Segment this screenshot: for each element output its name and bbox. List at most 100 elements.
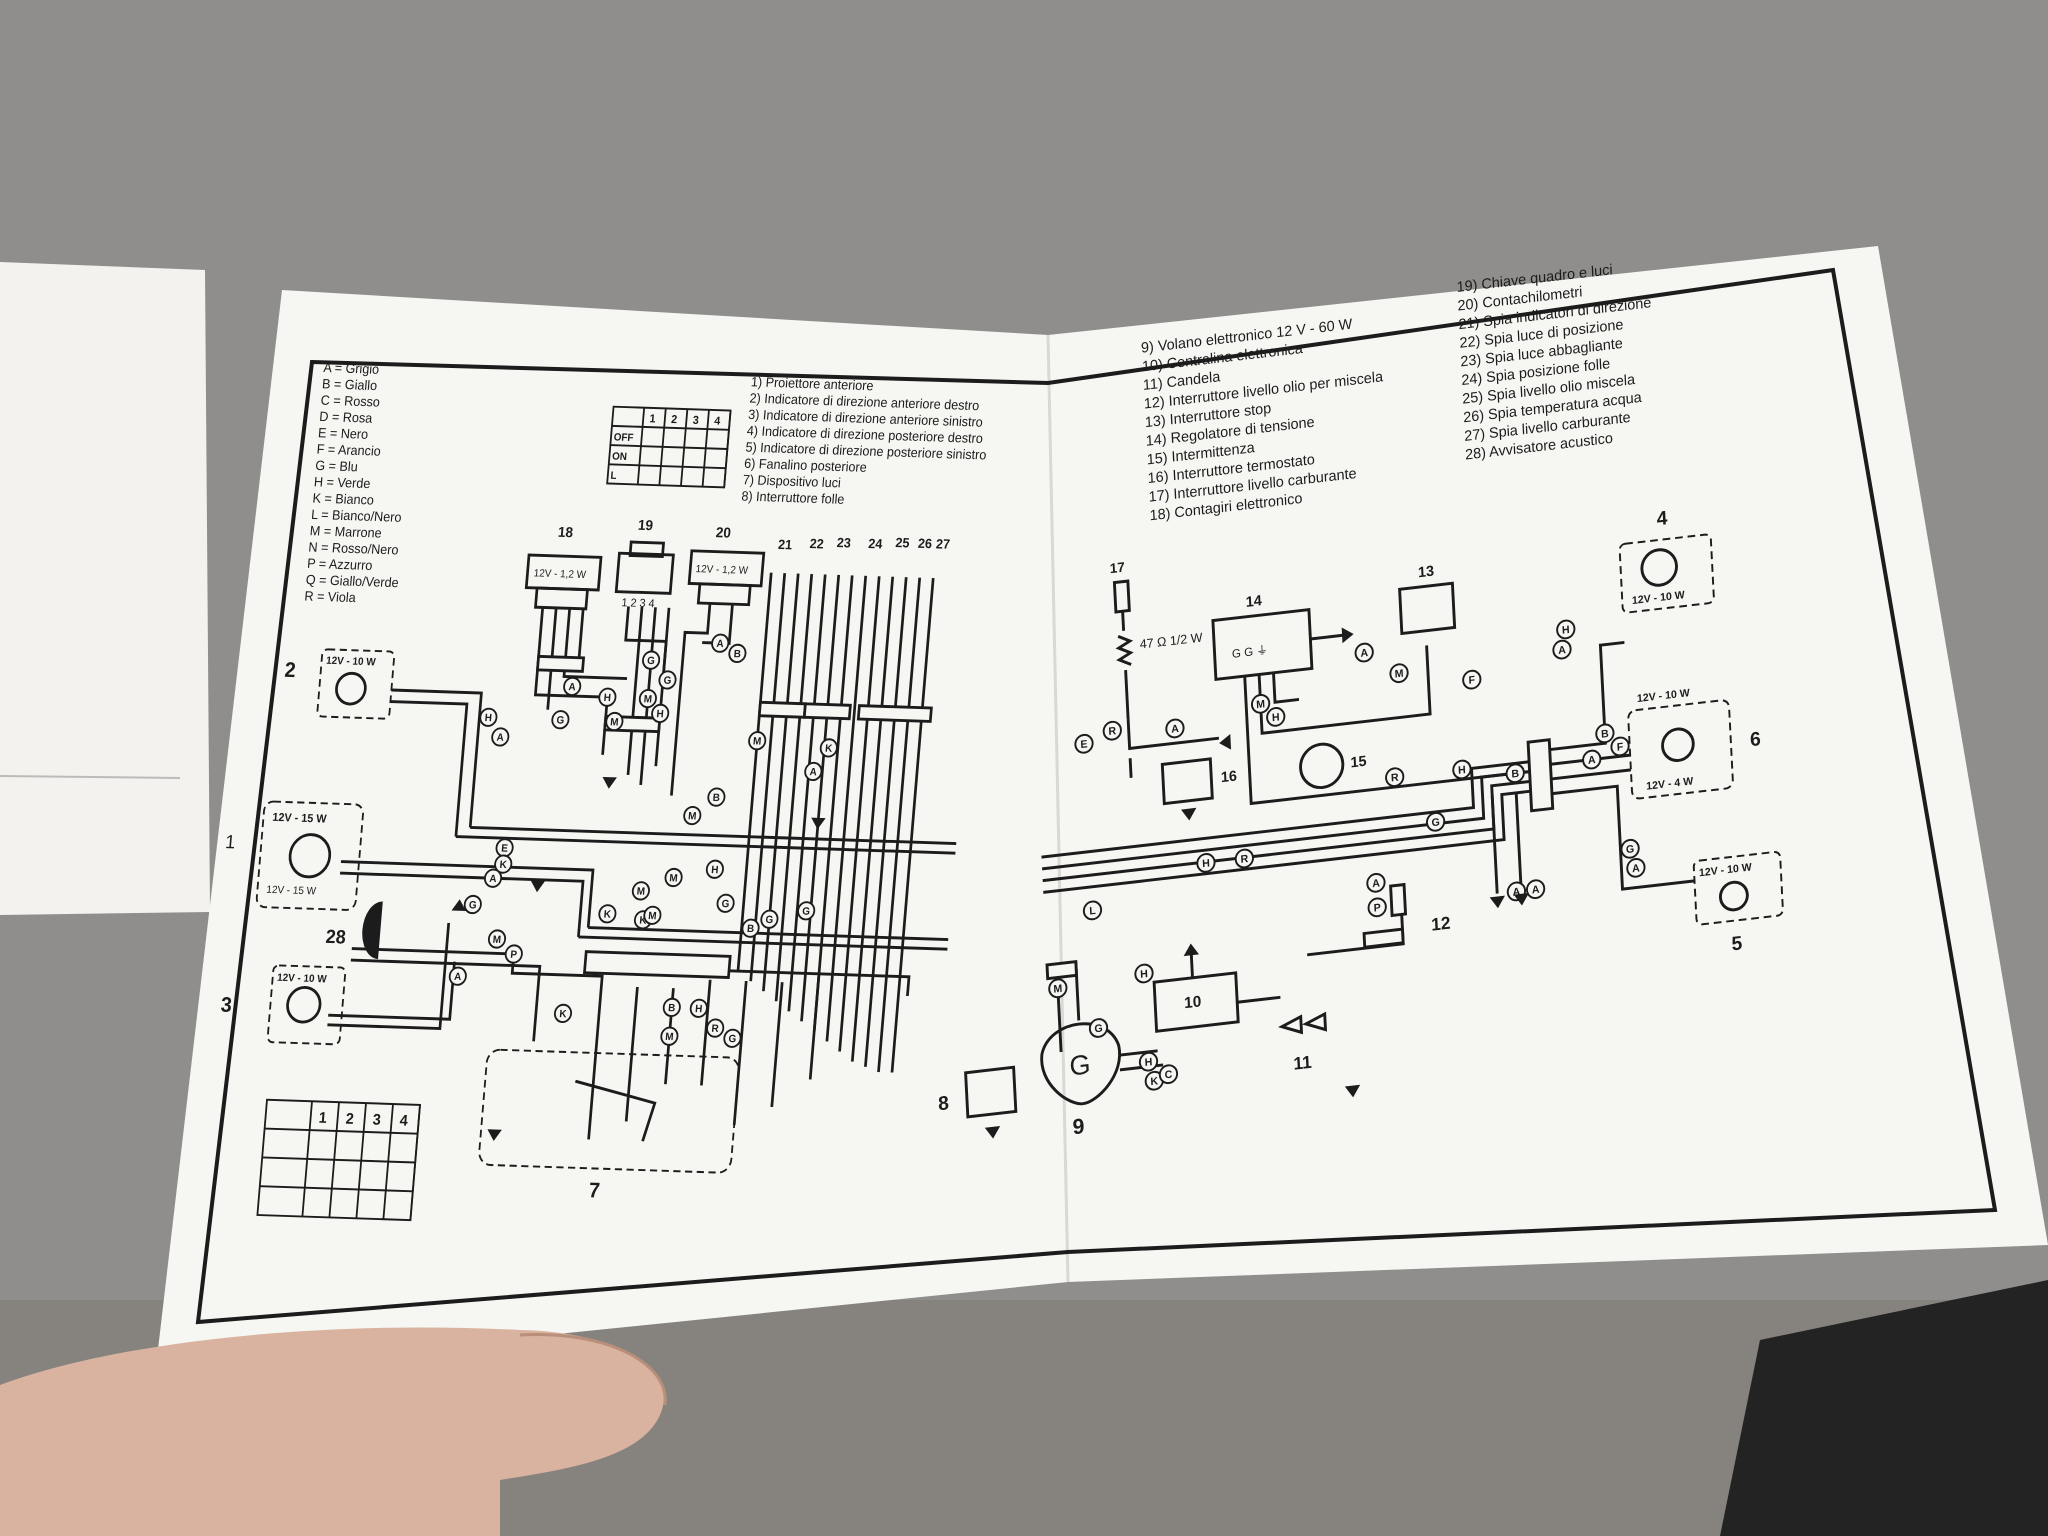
wire-marker: H <box>1196 853 1216 873</box>
wire-letter: A <box>454 972 463 984</box>
wire-marker: M <box>487 929 507 949</box>
wire-letter: R <box>1108 725 1117 738</box>
light-switch-7: 7 <box>478 1048 740 1203</box>
part-number-7: 7 <box>588 1179 601 1203</box>
wire-letter: B <box>1601 728 1610 741</box>
legend-entry: R = Viola <box>304 588 357 605</box>
wire-letter: A <box>496 732 505 744</box>
light-table-col: 1 <box>318 1110 327 1127</box>
wire-marker: H <box>1452 759 1472 780</box>
light-table-col: 2 <box>345 1111 354 1128</box>
wire-letter: E <box>501 843 509 855</box>
wire-letter: M <box>665 1032 674 1044</box>
key-table-col: 2 <box>671 414 678 427</box>
wire-letter: G <box>1626 843 1635 856</box>
wire-letter: A <box>1512 886 1521 899</box>
component-entry: 2) Indicatore di direzione anteriore des… <box>749 390 980 413</box>
legend-entry: P = Azzurro <box>307 555 374 573</box>
wire-marker: M <box>643 905 662 925</box>
part-number-9: 9 <box>1072 1114 1085 1140</box>
wire-letter: A <box>1372 877 1381 890</box>
wire-marker: R <box>1102 720 1122 741</box>
key-table-line <box>608 463 726 470</box>
wire-letter: R <box>1391 772 1400 785</box>
wire-marker: E <box>1074 733 1094 754</box>
wire-marker: R <box>1234 848 1254 869</box>
legend-entry: C = Rosso <box>320 392 380 409</box>
legend-entry: B = Giallo <box>322 376 378 393</box>
cdi-unit-10: 10 <box>1152 971 1240 1033</box>
wire-marker: A <box>711 633 730 653</box>
wire-marker: A <box>1366 872 1386 893</box>
gauge-20-speedometer: 12V - 1,2 W <box>687 549 766 607</box>
booklet-line <box>0 775 181 779</box>
wire-marker: M <box>638 688 657 709</box>
legend-entry: K = Bianco <box>312 490 375 507</box>
legend-entry: G = Blu <box>315 458 359 475</box>
wire-letter: R <box>711 1024 720 1036</box>
part-number-11: 11 <box>1293 1051 1313 1073</box>
key-table-col: 3 <box>692 414 699 427</box>
ground-arrows-right <box>984 733 1530 1139</box>
indicator-numbers: 21 22 23 24 25 26 27 <box>777 535 950 553</box>
part-number-20: 20 <box>715 524 732 541</box>
wire-letter: F <box>1468 674 1476 687</box>
wire-marker: M <box>1048 978 1068 999</box>
wire-letter: A <box>716 639 725 651</box>
key-table-col: 4 <box>714 415 722 428</box>
wire-marker: A <box>1626 857 1646 878</box>
wire-letter: A <box>1588 754 1597 767</box>
legend-entry: Q = Giallo/Verde <box>305 572 399 591</box>
wire-marker: L <box>1082 900 1103 921</box>
thumb-edge <box>519 1332 667 1406</box>
wire-marker: M <box>1389 663 1409 684</box>
wire-marker: G <box>760 909 779 929</box>
bulb-1-label: 12V - 15 W <box>272 812 327 826</box>
wire-marker: G <box>723 1028 742 1048</box>
gauge-18-tachometer: 12V - 1,2 W <box>524 553 603 611</box>
legend-entry: N = Rosso/Nero <box>308 539 399 557</box>
part-number-2: 2 <box>284 658 297 682</box>
wire-marker: K <box>494 854 513 874</box>
wire-marker: G <box>551 710 570 730</box>
wire-marker: R <box>1385 767 1405 788</box>
wire-letter: M <box>492 934 501 946</box>
light-table-line <box>259 1185 413 1193</box>
wire-letter: K <box>603 909 612 921</box>
key-table-line <box>610 444 728 450</box>
wire-marker: P <box>1367 897 1387 918</box>
wire-marker: B <box>728 643 747 664</box>
part-number-18: 18 <box>557 523 574 540</box>
wire-letter: G <box>663 675 672 687</box>
wire-marker: B <box>741 918 760 938</box>
wire-letter: M <box>669 873 678 885</box>
wire-marker: A <box>448 966 467 986</box>
wire-marker: G <box>797 901 816 921</box>
wire-marker: A <box>563 676 582 697</box>
fold-crease <box>1046 334 1070 1283</box>
flywheel-generator-9: G 9 <box>1040 1022 1122 1140</box>
generator-symbol: G <box>1069 1048 1091 1082</box>
wire-marker: H <box>1138 1051 1159 1072</box>
bulb-3-label: 12V - 10 W <box>277 973 328 986</box>
wire-letter: G <box>556 715 565 727</box>
part-number-3: 3 <box>220 993 233 1017</box>
light-table-col: 4 <box>399 1113 409 1130</box>
part-number-24: 24 <box>868 536 884 552</box>
wire-letter: H <box>603 693 611 705</box>
wire-letter: K <box>825 743 834 755</box>
wire-letter: A <box>489 874 498 886</box>
wire-marker: B <box>707 787 726 807</box>
connector-bars-right <box>1045 738 1555 981</box>
wire-letter: H <box>695 1004 703 1016</box>
wire-marker: G <box>1088 1018 1109 1038</box>
part-number-13: 13 <box>1418 563 1435 581</box>
wire-marker: G <box>716 893 735 913</box>
wire-letter: M <box>1256 698 1265 711</box>
wire-letter: P <box>510 949 518 961</box>
wire-letter: G <box>802 906 811 918</box>
wire-letter: C <box>1164 1069 1173 1082</box>
